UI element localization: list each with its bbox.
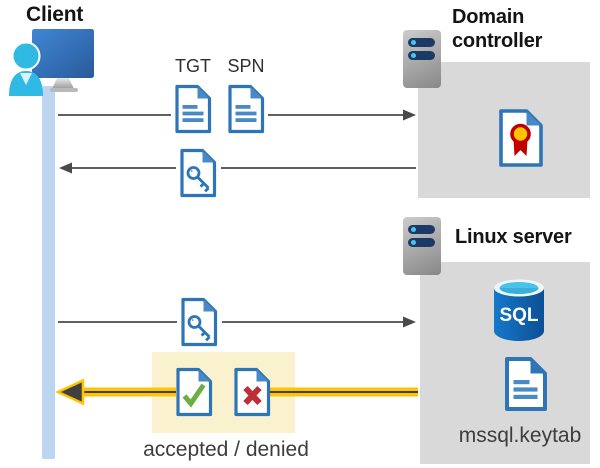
server-led-icon bbox=[411, 239, 417, 246]
key-glyph bbox=[187, 315, 211, 342]
server-led-icon bbox=[411, 39, 417, 46]
result-label: accepted / denied bbox=[143, 438, 309, 461]
key-ticket-document-icon-dc bbox=[180, 148, 217, 198]
key-ticket-document-icon-linux bbox=[181, 297, 218, 347]
keytab-document-icon bbox=[505, 357, 547, 411]
monitor-icon bbox=[32, 29, 94, 92]
response-arrow-to-client bbox=[59, 162, 416, 174]
sql-badge-text: SQL bbox=[499, 305, 538, 326]
linux-server-title: Linux server bbox=[455, 226, 572, 248]
spn-label: SPN bbox=[227, 56, 265, 76]
client-workstation-icon bbox=[9, 29, 94, 96]
person-icon bbox=[9, 41, 43, 96]
certificate-document-icon bbox=[499, 109, 543, 167]
linux-server-rack-icon bbox=[403, 217, 441, 275]
server-led-icon bbox=[411, 52, 417, 59]
result-highlight-box bbox=[152, 352, 295, 433]
client-title: Client bbox=[26, 3, 84, 26]
keytab-label: mssql.keytab bbox=[458, 424, 582, 447]
request-arrow-to-linux bbox=[58, 316, 416, 328]
server-led-icon bbox=[411, 226, 417, 233]
dc-server-rack-icon bbox=[403, 30, 441, 88]
tgt-document-icon bbox=[175, 84, 212, 134]
accepted-check-document-icon bbox=[176, 367, 213, 417]
key-glyph bbox=[186, 166, 210, 193]
sql-database-icon: SQL bbox=[494, 279, 544, 341]
domain-controller-title: Domain controller bbox=[452, 6, 543, 52]
spn-document-icon bbox=[228, 84, 265, 134]
tgt-label: TGT bbox=[175, 56, 211, 76]
certificate-seal bbox=[510, 123, 531, 156]
client-lifeline-bar bbox=[42, 86, 55, 459]
denied-x-document-icon bbox=[234, 367, 271, 417]
